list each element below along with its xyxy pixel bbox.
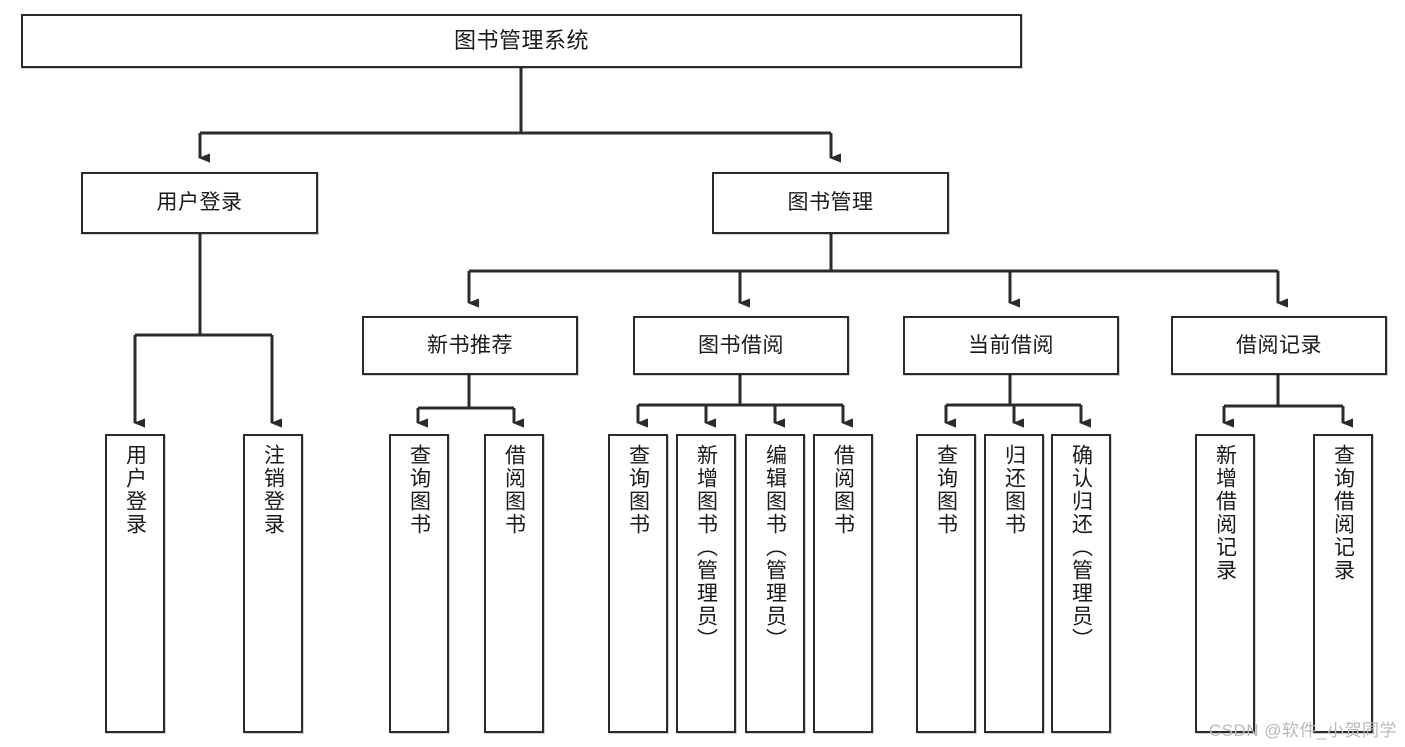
node-root-system[interactable]: 图书管理系统 xyxy=(21,14,1022,68)
node-label: 归还图书 xyxy=(1002,444,1026,536)
node-label: 借阅图书 xyxy=(502,444,526,536)
leaf-current-borrow-2[interactable]: 归还图书 xyxy=(984,434,1044,733)
leaf-new-book-recommend-2[interactable]: 借阅图书 xyxy=(484,434,544,733)
leaf-new-book-recommend-1[interactable]: 查询图书 xyxy=(389,434,449,733)
node-label: 图书管理系统 xyxy=(453,27,589,53)
leaf-book-borrow-4[interactable]: 借阅图书 xyxy=(813,434,873,733)
leaf-borrow-record-2[interactable]: 查询借阅记录 xyxy=(1313,434,1373,733)
node-current-borrow[interactable]: 当前借阅 xyxy=(903,316,1119,375)
node-label: 查询借阅记录 xyxy=(1331,444,1355,582)
leaf-current-borrow-3[interactable]: 确认归还（管理员） xyxy=(1051,434,1111,733)
node-label: 注销登录 xyxy=(261,444,285,536)
node-label: 查询图书 xyxy=(934,444,958,536)
node-label: 借阅记录 xyxy=(1236,333,1322,357)
node-book-manage[interactable]: 图书管理 xyxy=(712,172,949,234)
node-label: 当前借阅 xyxy=(968,333,1054,357)
leaf-borrow-record-1[interactable]: 新增借阅记录 xyxy=(1195,434,1255,733)
node-label: 图书管理 xyxy=(787,191,874,215)
node-label: 确认归还（管理员） xyxy=(1069,444,1093,651)
node-book-borrow[interactable]: 图书借阅 xyxy=(633,316,849,375)
leaf-current-borrow-1[interactable]: 查询图书 xyxy=(916,434,976,733)
leaf-book-borrow-2[interactable]: 新增图书（管理员） xyxy=(676,434,736,733)
leaf-book-borrow-1[interactable]: 查询图书 xyxy=(608,434,668,733)
node-user-login[interactable]: 用户登录 xyxy=(81,172,318,234)
leaf-user-login-1[interactable]: 用户登录 xyxy=(105,434,165,733)
node-label: 用户登录 xyxy=(156,191,243,215)
node-label: 图书借阅 xyxy=(698,333,784,357)
node-label: 用户登录 xyxy=(123,444,147,536)
node-label: 借阅图书 xyxy=(831,444,855,536)
node-label: 新增图书（管理员） xyxy=(694,444,718,651)
node-new-book-recommend[interactable]: 新书推荐 xyxy=(362,316,578,375)
node-label: 新书推荐 xyxy=(427,333,513,357)
node-label: 编辑图书（管理员） xyxy=(763,444,787,651)
leaf-user-login-2[interactable]: 注销登录 xyxy=(243,434,303,733)
node-borrow-record[interactable]: 借阅记录 xyxy=(1171,316,1387,375)
node-label: 查询图书 xyxy=(407,444,431,536)
node-label: 查询图书 xyxy=(626,444,650,536)
leaf-book-borrow-3[interactable]: 编辑图书（管理员） xyxy=(745,434,805,733)
node-label: 新增借阅记录 xyxy=(1213,444,1237,582)
